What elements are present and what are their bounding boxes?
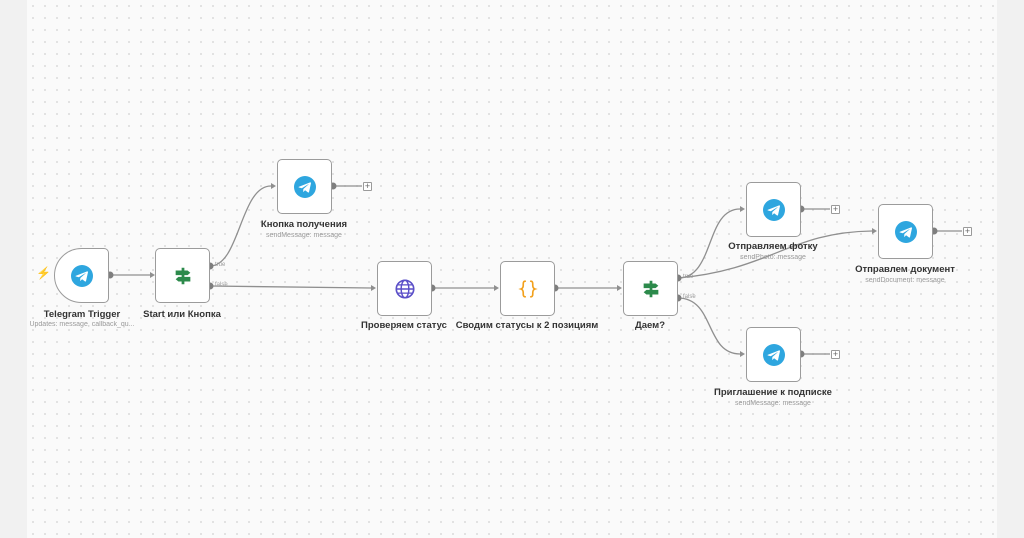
- port-label-true: true: [683, 274, 694, 280]
- node-daem[interactable]: [623, 261, 678, 316]
- node-name: Отправляем фотку: [728, 241, 818, 252]
- add-node-button[interactable]: +: [831, 349, 840, 359]
- arrow-head: [150, 272, 155, 278]
- connection-start-knopka[interactable]: [209, 185, 272, 267]
- port-label-true: true: [215, 262, 226, 268]
- arrow-head: [371, 285, 376, 291]
- arrow-head: [271, 183, 276, 189]
- switch-icon: [643, 280, 658, 297]
- connection-start-proverka[interactable]: [209, 285, 372, 289]
- node-proveryaem-status[interactable]: [377, 261, 432, 316]
- node-subtitle: sendDocument: message: [865, 277, 945, 284]
- node-svodim-statusy[interactable]: [500, 261, 555, 316]
- code-braces-icon: [517, 279, 538, 298]
- node-subtitle: sendMessage: message: [735, 400, 811, 407]
- port-label-false: false: [215, 282, 228, 288]
- telegram-icon: [293, 175, 316, 198]
- globe-icon: [394, 278, 415, 299]
- node-name: Отправлем документ: [855, 264, 955, 275]
- add-node-button[interactable]: +: [831, 204, 840, 214]
- node-name: Приглашение к подписке: [714, 387, 832, 398]
- trigger-bolt-icon: ⚡: [36, 266, 51, 280]
- node-name: Проверяем статус: [361, 320, 447, 331]
- node-name: Telegram Trigger: [43, 309, 121, 320]
- port-label-false: false: [683, 294, 696, 300]
- node-subtitle: sendPhoto: message: [740, 254, 806, 261]
- connection-daem-fotka[interactable]: [677, 208, 741, 279]
- arrow-head: [740, 206, 745, 212]
- node-start-ili-knopka[interactable]: [155, 248, 210, 303]
- node-name: Start или Кнопка: [143, 309, 221, 320]
- node-name: Сводим статусы к 2 позициям: [455, 320, 599, 331]
- telegram-icon: [70, 264, 93, 287]
- node-subtitle: Updates: message, callback_qu...: [29, 321, 135, 328]
- arrow-head: [872, 228, 877, 234]
- add-node-button[interactable]: +: [963, 226, 972, 236]
- arrow-head: [494, 285, 499, 291]
- arrow-head: [740, 351, 745, 357]
- telegram-icon: [762, 198, 785, 221]
- node-knopka-polucheniya[interactable]: [277, 159, 332, 214]
- telegram-icon: [762, 343, 785, 366]
- node-priglashenie-k-podpiske[interactable]: [746, 327, 801, 382]
- arrow-head: [617, 285, 622, 291]
- node-subtitle: sendMessage: message: [266, 232, 342, 239]
- connection-daem-document[interactable]: [677, 230, 873, 279]
- node-name: Кнопка получения: [260, 219, 348, 230]
- node-otpravlyaem-fotku[interactable]: [746, 182, 801, 237]
- telegram-icon: [894, 220, 917, 243]
- node-otpravlem-dokument[interactable]: [878, 204, 933, 259]
- connection-daem-priglash[interactable]: [677, 297, 741, 355]
- switch-icon: [175, 267, 190, 284]
- add-node-button[interactable]: +: [363, 181, 372, 191]
- node-telegram-trigger[interactable]: [54, 248, 109, 303]
- node-name: Даем?: [634, 320, 666, 331]
